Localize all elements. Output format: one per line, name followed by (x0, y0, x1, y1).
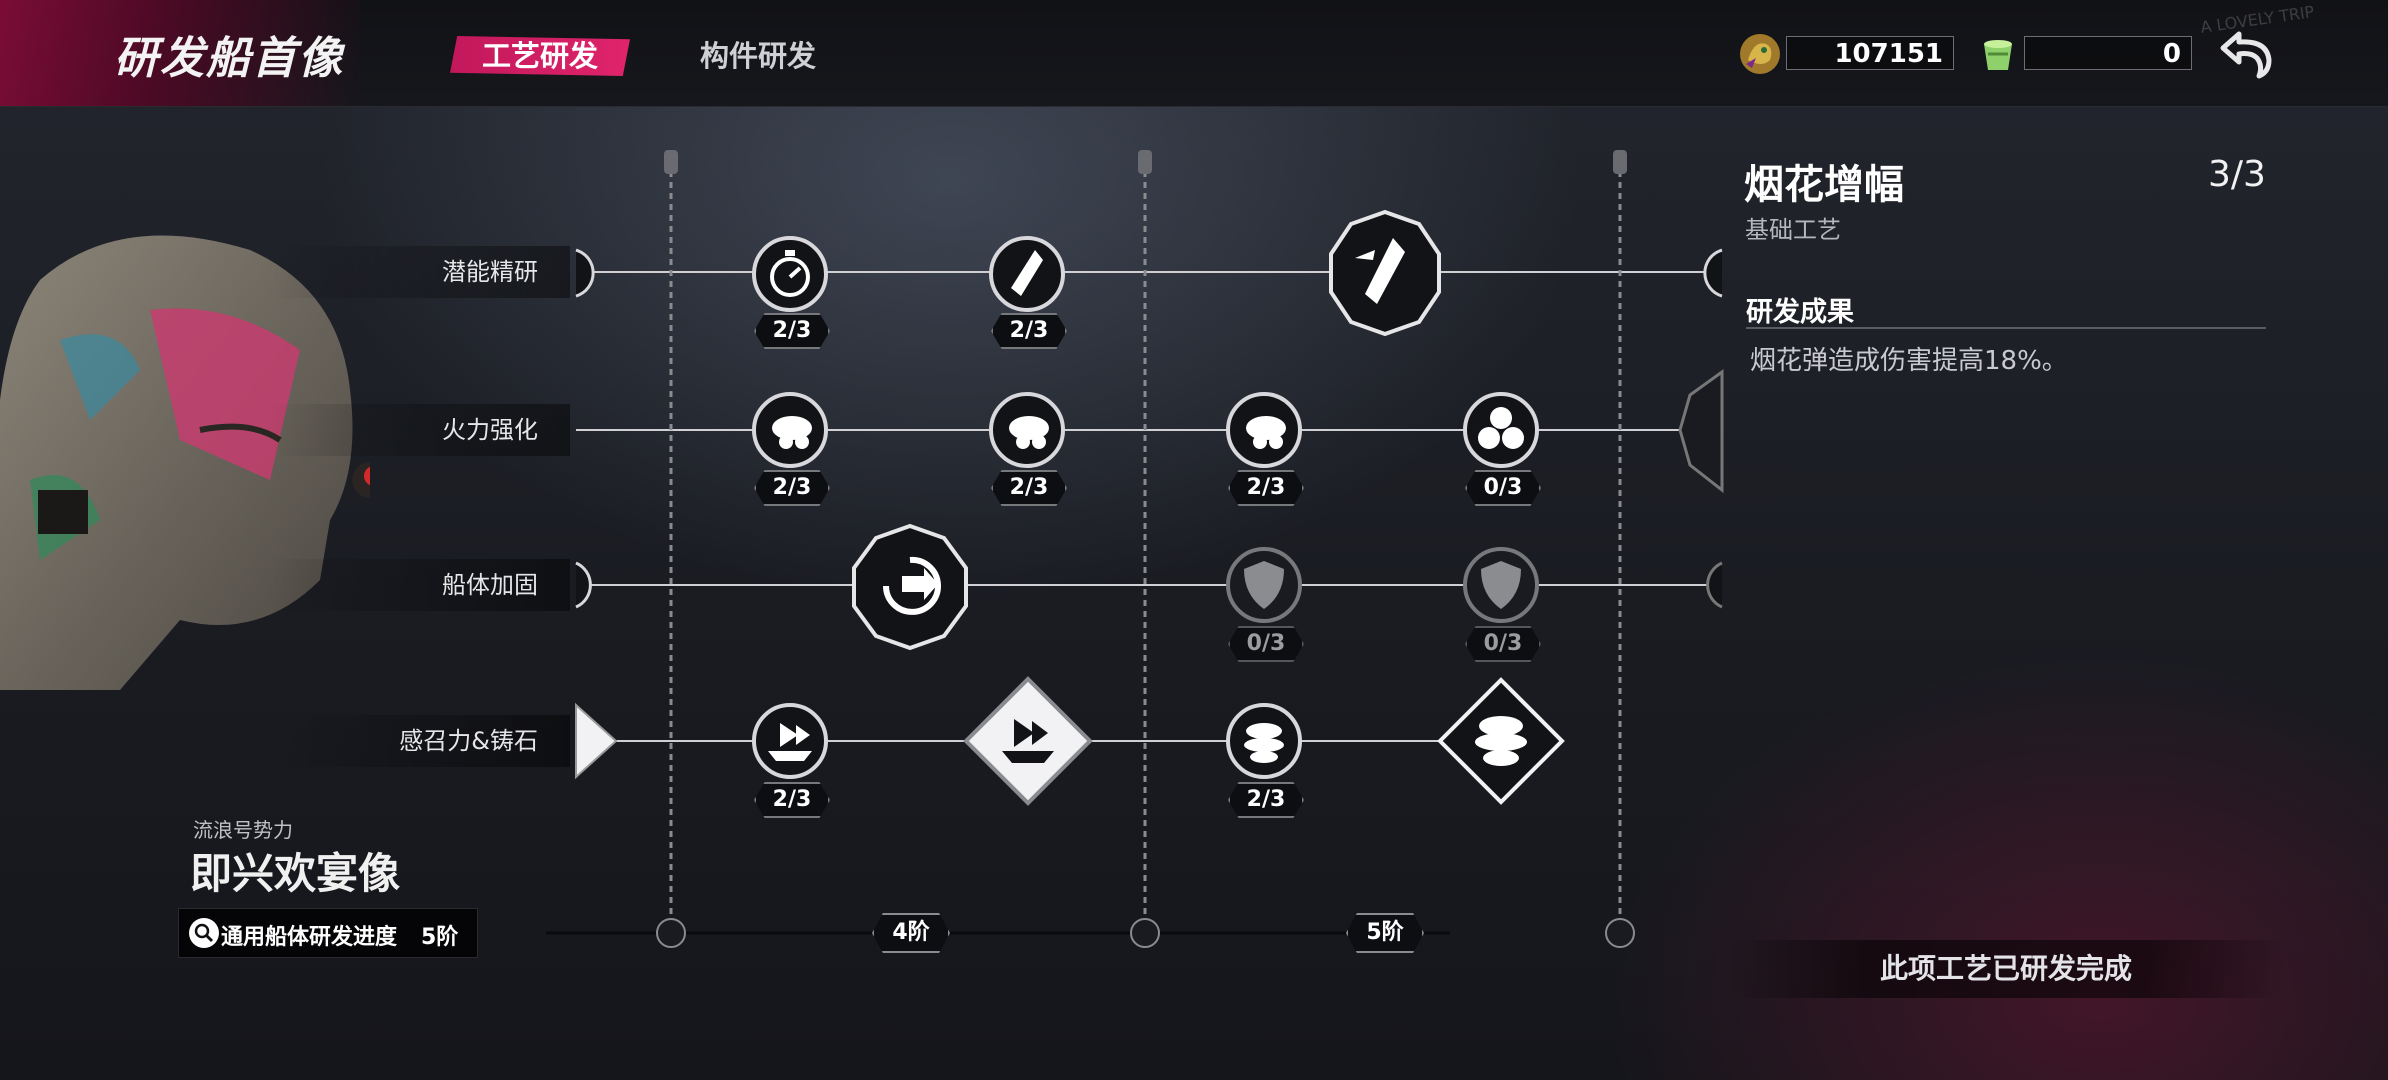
detail-title: 烟花增幅 (1744, 162, 1904, 208)
row-label-charisma: 感召力&铸石 (270, 715, 570, 767)
magnifier-icon (189, 918, 219, 948)
node-hull-3[interactable] (1461, 545, 1541, 625)
count-firepower-1: 2/3 (754, 470, 830, 506)
back-icon[interactable] (2215, 26, 2279, 80)
tab-component-research[interactable]: 构件研发 (700, 39, 817, 73)
cannon-icon (1009, 416, 1049, 449)
row-label-potential: 潜能精研 (270, 246, 570, 298)
gold-amount: 107151 (1786, 36, 1954, 70)
node-charisma-3[interactable] (1224, 701, 1304, 781)
blade-upgrade-icon (1365, 238, 1405, 304)
progress-label: 通用船体研发进度 (221, 925, 398, 950)
tier-label-4: 4阶 (872, 913, 950, 953)
result-heading: 研发成果 (1746, 297, 1854, 328)
node-potential-2[interactable] (987, 234, 1067, 314)
node-charisma-keystone-2[interactable] (1436, 676, 1566, 806)
shield-icon (1244, 561, 1284, 609)
figurehead-name: 即兴欢宴像 (190, 849, 401, 898)
count-hull-3: 0/3 (1465, 626, 1541, 662)
node-potential-1[interactable] (750, 234, 830, 314)
count-firepower-2: 2/3 (991, 470, 1067, 506)
green-amount: 0 (2024, 36, 2192, 70)
page-title: 研发船首像 (114, 33, 344, 84)
node-firepower-2[interactable] (987, 390, 1067, 470)
node-firepower-1[interactable] (750, 390, 830, 470)
row-label-firepower: 火力强化 (270, 404, 570, 456)
hull-progress-badge[interactable]: 通用船体研发进度 5阶 (178, 908, 478, 958)
blade-icon (1011, 250, 1043, 296)
progress-value: 5阶 (421, 925, 459, 950)
count-firepower-4: 0/3 (1465, 470, 1541, 506)
count-charisma-1: 2/3 (754, 782, 830, 818)
node-firepower-3[interactable] (1224, 390, 1304, 470)
cannon-icon (1246, 416, 1286, 449)
count-firepower-3: 2/3 (1228, 470, 1304, 506)
node-hull-keystone[interactable] (848, 522, 972, 652)
stopwatch-icon (770, 250, 810, 297)
figurehead-portrait (0, 235, 370, 691)
node-charisma-keystone[interactable] (962, 675, 1094, 807)
tier-label-5: 5阶 (1346, 913, 1424, 953)
cannonballs-icon (1478, 407, 1524, 449)
clouds-icon (1244, 723, 1284, 763)
green-cup-icon (1984, 40, 2012, 70)
top-bar: 研发船首像 工艺研发 构件研发 A LOVELY TRIP 107151 0 (0, 0, 2388, 107)
tab-craft-research[interactable]: 工艺研发 (450, 36, 630, 76)
node-hull-2[interactable] (1224, 545, 1304, 625)
count-hull-2: 0/3 (1228, 626, 1304, 662)
gold-figurehead-icon (1740, 34, 1780, 74)
cannon-icon (772, 416, 812, 449)
refresh-arrow-icon (883, 556, 941, 615)
node-charisma-1[interactable] (750, 701, 830, 781)
shield-icon (1481, 561, 1521, 609)
count-charisma-3: 2/3 (1228, 782, 1304, 818)
row-label-hull: 船体加固 (270, 559, 570, 611)
result-divider (1746, 327, 2266, 329)
count-potential-2: 2/3 (991, 313, 1067, 349)
node-firepower-4[interactable] (1461, 390, 1541, 470)
title-accent (0, 0, 360, 106)
count-potential-1: 2/3 (754, 313, 830, 349)
faction-label: 流浪号势力 (193, 818, 293, 842)
ship-silhouette-icon (1002, 719, 1054, 763)
ship-silhouette-icon (768, 723, 812, 761)
node-potential-keystone[interactable] (1325, 208, 1445, 338)
detail-subtitle: 基础工艺 (1745, 216, 1841, 244)
clouds-icon (1475, 716, 1527, 766)
detail-level: 3/3 (2208, 154, 2266, 195)
result-description: 烟花弹造成伤害提高18%。 (1750, 346, 2068, 376)
research-complete-status: 此项工艺已研发完成 (1726, 940, 2286, 998)
